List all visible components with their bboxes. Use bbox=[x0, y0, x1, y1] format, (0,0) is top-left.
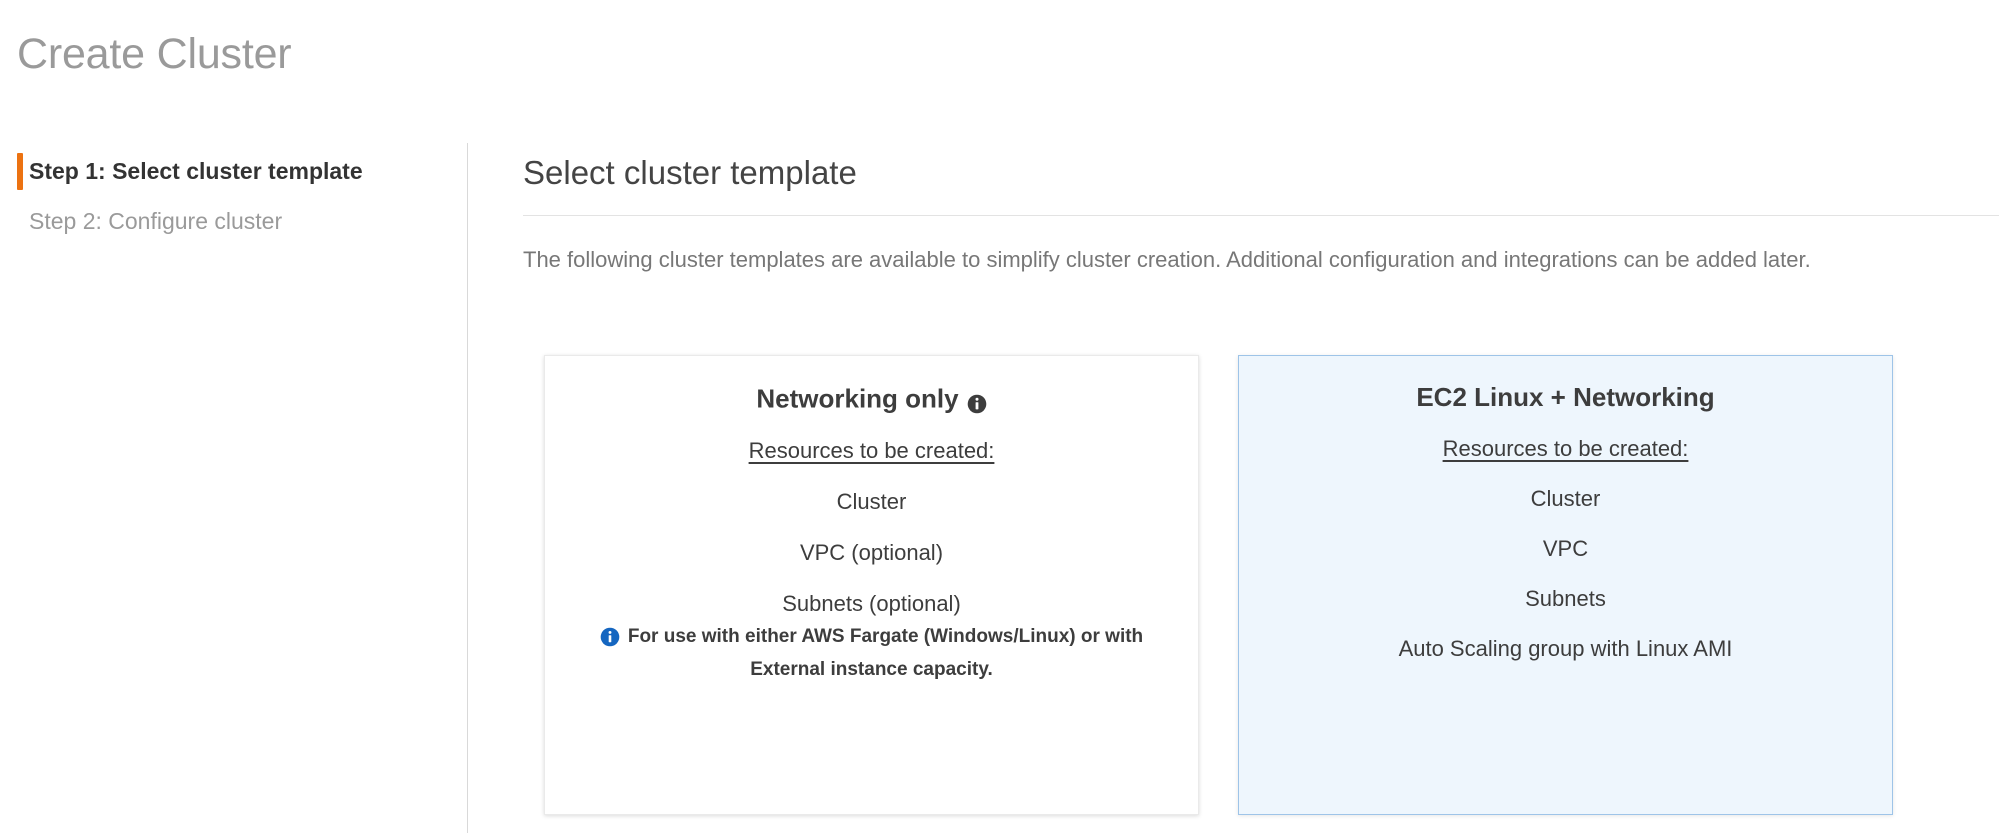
page-title: Create Cluster bbox=[17, 30, 292, 78]
wizard-step-sidebar: Step 1: Select cluster template Step 2: … bbox=[0, 140, 468, 833]
card-title-ec2-linux-networking: EC2 Linux + Networking bbox=[1416, 382, 1715, 412]
section-divider bbox=[523, 215, 1999, 216]
list-item: VPC bbox=[1542, 536, 1589, 561]
section-heading: Select cluster template bbox=[523, 154, 857, 191]
active-step-marker bbox=[17, 153, 23, 190]
sidebar-step-1-select-cluster-template[interactable]: Step 1: Select cluster template bbox=[0, 148, 468, 194]
card-title-networking-only: Networking only bbox=[545, 380, 1198, 417]
step-2-label: Step 2: Configure cluster bbox=[29, 208, 283, 234]
section-description: The following cluster templates are avai… bbox=[523, 247, 1811, 272]
resources-label-networking-only: Resources to be created: bbox=[748, 437, 995, 463]
list-item: Cluster bbox=[836, 488, 907, 514]
info-icon-blue bbox=[600, 625, 620, 647]
step-1-label: Step 1: Select cluster template bbox=[29, 158, 363, 184]
list-item: Subnets (optional) bbox=[782, 590, 961, 616]
sidebar-step-2-configure-cluster[interactable]: Step 2: Configure cluster bbox=[0, 198, 468, 244]
card-title-text: Networking only bbox=[756, 383, 959, 414]
list-item: Subnets bbox=[1525, 586, 1606, 611]
main-content: Select cluster template The following cl… bbox=[523, 140, 1999, 833]
resource-list-networking-only: Cluster VPC (optional) Subnets (optional… bbox=[545, 488, 1198, 618]
card-note-networking-only: For use with either AWS Fargate (Windows… bbox=[545, 620, 1198, 686]
resource-list-ec2-linux-networking: Cluster VPC Subnets Auto Scaling group w… bbox=[1239, 485, 1892, 663]
list-item: Cluster bbox=[1530, 486, 1601, 511]
list-item: VPC (optional) bbox=[799, 539, 944, 565]
template-card-ec2-linux-networking[interactable]: EC2 Linux + Networking Resources to be c… bbox=[1238, 355, 1893, 815]
info-icon[interactable] bbox=[967, 388, 987, 414]
sidebar-divider bbox=[467, 143, 468, 833]
list-item: Auto Scaling group with Linux AMI bbox=[1398, 636, 1733, 661]
card-note-text: For use with either AWS Fargate (Windows… bbox=[627, 626, 1144, 680]
resources-label-ec2-linux-networking: Resources to be created: bbox=[1442, 436, 1689, 461]
template-card-networking-only[interactable]: Networking only Resources to be created:… bbox=[544, 355, 1199, 815]
